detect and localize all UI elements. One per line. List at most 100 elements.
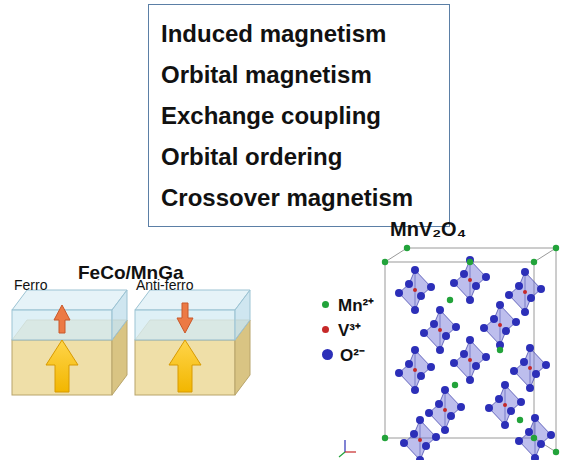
manganese-atom	[497, 347, 503, 353]
oxygen-atom	[460, 350, 468, 358]
octahedron	[429, 390, 461, 430]
legend-swatch	[322, 326, 329, 333]
oxygen-atom	[411, 346, 419, 354]
keyword-line: Orbital ordering	[161, 136, 437, 177]
oxygen-atom	[435, 400, 443, 408]
axis	[339, 452, 345, 457]
oxygen-atom	[395, 369, 403, 377]
oxygen-atom	[400, 439, 408, 447]
oxygen-atom	[501, 381, 509, 389]
stack-caption: Anti-ferro	[136, 277, 194, 293]
antiferro-stack	[135, 290, 250, 395]
oxygen-atom	[427, 283, 435, 291]
oxygen-atom	[395, 289, 403, 297]
oxygen-atom	[526, 384, 534, 392]
oxygen-atom	[502, 327, 510, 335]
vanadium-atom	[418, 438, 422, 442]
keyword-line: Crossover magnetism	[161, 177, 437, 218]
oxygen-atom	[515, 437, 523, 445]
oxygen-atom	[460, 270, 468, 278]
octahedron	[514, 348, 546, 388]
legend-text: O²⁻	[340, 343, 365, 366]
oxygen-atom	[521, 308, 529, 316]
vanadium-atom	[498, 323, 502, 327]
cell-edge	[385, 248, 556, 452]
oxygen-atom	[450, 359, 458, 367]
legend-swatch	[322, 301, 329, 308]
vanadium-atom	[438, 328, 442, 332]
cell-edge	[534, 248, 556, 262]
keyword-line: Exchange coupling	[161, 95, 437, 136]
oxygen-atom	[531, 414, 539, 422]
oxygen-atom	[420, 329, 428, 337]
ferro-stack	[12, 290, 127, 395]
oxygen-atom	[515, 282, 523, 290]
oxygen-atom	[525, 428, 533, 436]
oxygen-atom	[427, 363, 435, 371]
crystal-structure	[339, 245, 559, 460]
manganese-atom	[553, 245, 559, 251]
oxygen-atom	[520, 358, 528, 366]
oxygen-atom	[521, 268, 529, 276]
vanadium-atom	[468, 278, 472, 282]
oxygen-atom	[416, 456, 424, 460]
oxygen-atom	[452, 323, 460, 331]
oxygen-atom	[485, 404, 493, 412]
oxygen-atom	[432, 433, 440, 441]
stack-caption: Ferro	[14, 277, 47, 293]
legend-row: Mn²⁺	[322, 293, 374, 316]
oxygen-atom	[547, 431, 555, 439]
oxygen-atom	[512, 318, 520, 326]
legend-text: V³⁺	[338, 318, 361, 341]
vanadium-atom	[413, 368, 417, 372]
oxygen-atom	[482, 353, 490, 361]
oxygen-atom	[411, 386, 419, 394]
octahedron	[399, 350, 431, 390]
oxygen-atom	[496, 301, 504, 309]
axis	[344, 440, 345, 452]
oxygen-atom	[425, 409, 433, 417]
octahedron	[399, 270, 431, 310]
legend-row: V³⁺	[322, 318, 361, 341]
keyword-line: Induced magnetism	[161, 13, 437, 54]
manganese-atom	[382, 435, 388, 441]
oxygen-atom	[430, 320, 438, 328]
octahedron	[454, 260, 486, 300]
vanadium-atom	[468, 358, 472, 362]
oxygen-atom	[447, 412, 455, 420]
oxygen-atom	[441, 386, 449, 394]
legend-row: O²⁻	[322, 343, 365, 366]
manganese-atom	[382, 259, 388, 265]
oxygen-atom	[490, 315, 498, 323]
vanadium-atom	[413, 288, 417, 292]
oxygen-atom	[436, 306, 444, 314]
axis	[345, 451, 356, 452]
oxygen-atom	[527, 294, 535, 302]
oxygen-atom	[405, 360, 413, 368]
oxygen-atom	[532, 370, 540, 378]
oxygen-atom	[436, 346, 444, 354]
oxygen-atom	[417, 372, 425, 380]
octahedron	[509, 272, 541, 312]
legend-text: Mn²⁺	[338, 293, 374, 316]
keyword-line: Orbital magnetism	[161, 54, 437, 95]
vanadium-atom	[503, 403, 507, 407]
oxygen-atom	[466, 376, 474, 384]
oxygen-atom	[510, 367, 518, 375]
oxygen-atom	[517, 398, 525, 406]
oxygen-atom	[422, 442, 430, 450]
oxygen-atom	[526, 344, 534, 352]
oxygen-atom	[416, 416, 424, 424]
octahedron	[454, 340, 486, 380]
manganese-atom	[531, 259, 537, 265]
oxygen-atom	[466, 296, 474, 304]
oxygen-atom	[411, 266, 419, 274]
oxygen-atom	[472, 362, 480, 370]
oxygen-atom	[542, 361, 550, 369]
vanadium-atom	[523, 290, 527, 294]
oxygen-atom	[457, 403, 465, 411]
oxygen-atom	[405, 280, 413, 288]
oxygen-atom	[417, 292, 425, 300]
octahedron	[424, 310, 456, 350]
oxygen-atom	[480, 324, 488, 332]
